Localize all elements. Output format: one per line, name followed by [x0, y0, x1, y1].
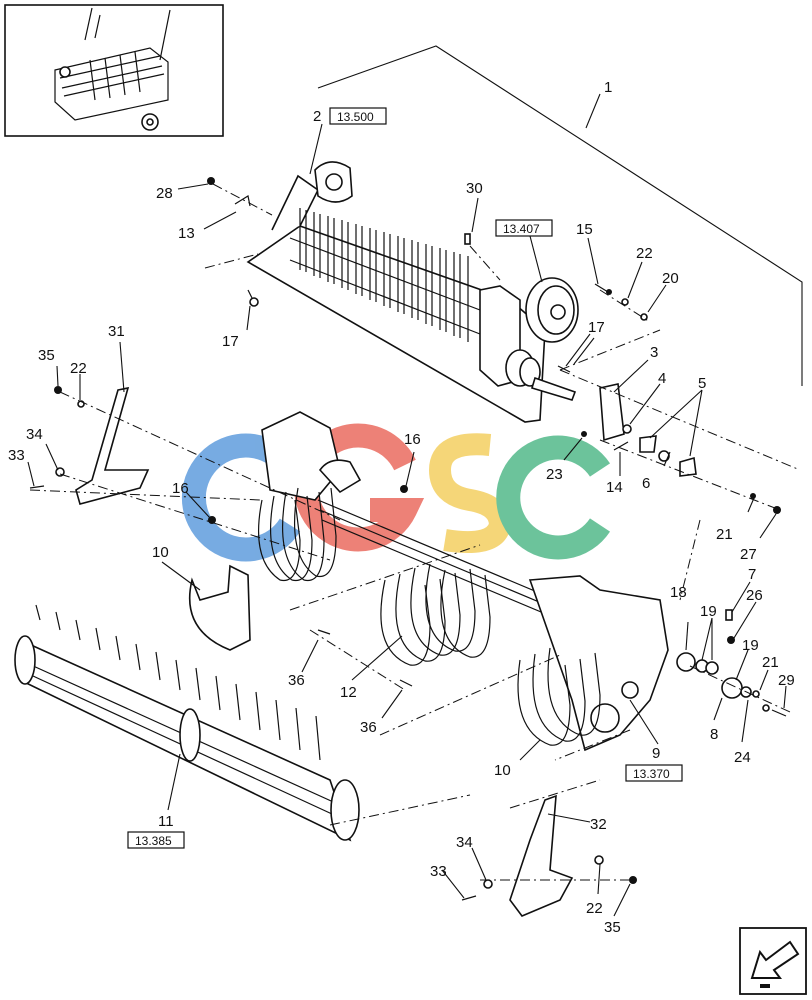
machine-overview-icon — [4, 4, 224, 137]
assembly-center-lines — [29, 183, 801, 881]
callout-labels: 1 2 3 4 5 6 7 8 9 10 10 11 12 13 14 15 1… — [8, 79, 795, 936]
band-part — [188, 564, 251, 651]
callout-31: 31 — [108, 323, 125, 340]
callout-20: 20 — [662, 270, 679, 287]
callout-14: 14 — [606, 479, 623, 496]
leader-lines — [27, 123, 787, 917]
callout-27: 27 — [740, 546, 757, 563]
callout-2: 2 — [313, 108, 321, 125]
callout-30: 30 — [466, 180, 483, 197]
side-plate-right — [509, 794, 574, 917]
callout-7: 7 — [748, 566, 756, 583]
callout-11: 11 — [158, 813, 174, 830]
callout-21b: 21 — [762, 654, 779, 671]
svg-text:13.407: 13.407 — [503, 222, 540, 236]
callout-35b: 35 — [604, 919, 621, 936]
callout-18: 18 — [670, 584, 687, 601]
callout-8: 8 — [710, 726, 718, 743]
callout-5: 5 — [698, 375, 706, 392]
callout-21a: 21 — [716, 526, 733, 543]
callout-1: 1 — [604, 79, 612, 96]
callout-32: 32 — [590, 816, 607, 833]
section-ref-13407[interactable]: 13.407 — [495, 219, 553, 237]
callout-33a: 33 — [8, 447, 25, 464]
callout-22b: 22 — [70, 360, 87, 377]
callout-4: 4 — [658, 370, 666, 387]
drive-pulley-assembly — [505, 277, 579, 401]
callout-34a: 34 — [26, 426, 43, 443]
callout-22a: 22 — [636, 245, 653, 262]
callout-3: 3 — [650, 344, 658, 361]
upper-frame-assembly — [246, 161, 546, 423]
section-ref-13385[interactable]: 13.385 — [127, 831, 185, 849]
callout-33b: 33 — [430, 863, 447, 880]
callout-10a: 10 — [152, 544, 169, 561]
callout-16a: 16 — [404, 431, 421, 448]
back-arrow-icon[interactable] — [739, 927, 807, 995]
callout-13: 13 — [178, 225, 195, 242]
callout-16b: 16 — [172, 480, 189, 497]
callout-34b: 34 — [456, 834, 473, 851]
callout-36b: 36 — [360, 719, 377, 736]
side-plate-left — [75, 386, 150, 505]
band-coils — [257, 487, 601, 746]
callout-24: 24 — [734, 749, 751, 766]
callout-36a: 36 — [288, 672, 305, 689]
svg-text:13.385: 13.385 — [135, 834, 172, 848]
callout-22c: 22 — [586, 900, 603, 917]
callout-10b: 10 — [494, 762, 511, 779]
svg-text:13.500: 13.500 — [337, 110, 374, 124]
section-references: 13.500 13.407 13.385 13.370 — [127, 107, 683, 849]
callout-23: 23 — [546, 466, 563, 483]
callout-17b: 17 — [588, 319, 605, 336]
callout-9: 9 — [652, 745, 660, 762]
section-ref-13500[interactable]: 13.500 — [329, 107, 387, 125]
callout-19b: 19 — [742, 637, 759, 654]
svg-text:13.370: 13.370 — [633, 767, 670, 781]
callout-12: 12 — [340, 684, 357, 701]
section-ref-13370[interactable]: 13.370 — [625, 764, 683, 782]
callout-6: 6 — [642, 475, 650, 492]
callout-17a: 17 — [222, 333, 239, 350]
callout-28: 28 — [156, 185, 173, 202]
callout-19a: 19 — [700, 603, 717, 620]
callout-29: 29 — [778, 672, 795, 689]
callout-35a: 35 — [38, 347, 55, 364]
callout-15: 15 — [576, 221, 593, 238]
callout-26: 26 — [746, 587, 763, 604]
rotor-assembly — [14, 604, 360, 842]
watermark-logo — [181, 423, 611, 562]
hardware-parts — [29, 177, 787, 901]
